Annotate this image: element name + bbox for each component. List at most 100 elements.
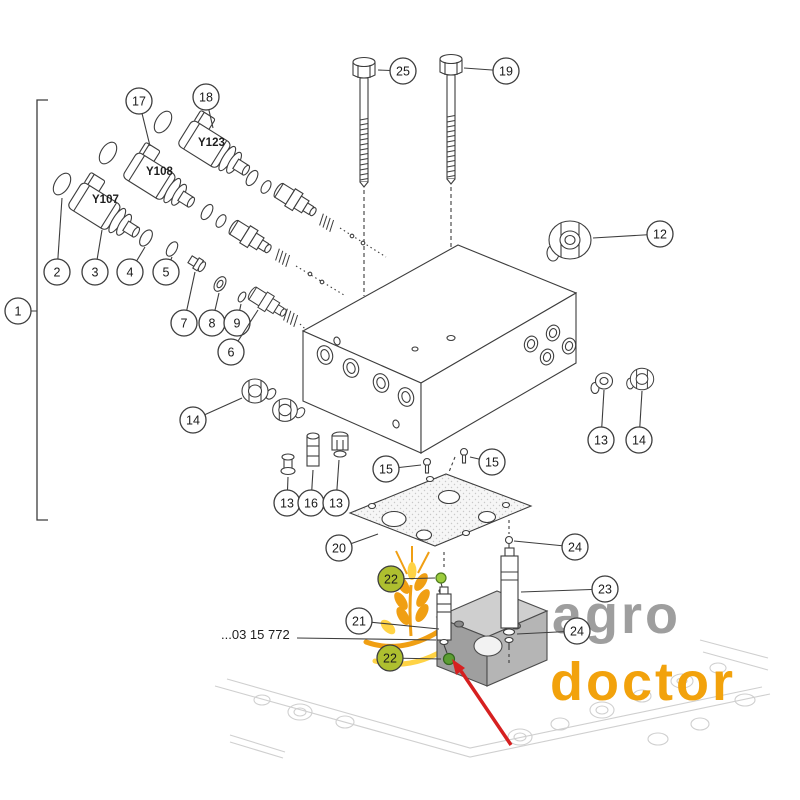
gasket-plate-20: [348, 473, 533, 547]
callout-13[interactable]: 13: [322, 459, 350, 517]
callout-20[interactable]: 20: [325, 533, 379, 562]
fitting-7: [187, 255, 207, 273]
callout-17[interactable]: 17: [125, 87, 153, 147]
callout-22[interactable]: 22: [376, 644, 442, 672]
callout-24[interactable]: 24: [516, 617, 591, 645]
plug-13-right: [590, 372, 614, 395]
callout-number: 15: [379, 463, 393, 477]
callout-number: 16: [304, 497, 318, 511]
cartridge-valve-top: [270, 179, 321, 222]
callout-number: 13: [280, 497, 294, 511]
callout-24[interactable]: 24: [513, 533, 589, 561]
callout-15[interactable]: 15: [372, 455, 422, 483]
callout-number: 20: [332, 542, 346, 556]
callout-circle[interactable]: [376, 644, 404, 672]
callout-circle[interactable]: [152, 258, 180, 286]
callout-circle[interactable]: [116, 258, 144, 286]
callout-18[interactable]: 18: [192, 83, 220, 129]
callout-3[interactable]: 3: [81, 229, 109, 286]
callout-circle[interactable]: [125, 87, 153, 115]
watermark-doctor: doctor: [550, 652, 736, 712]
main-valve-block: [301, 244, 578, 454]
cartridge-valve-bottom: [245, 283, 291, 322]
callout-15[interactable]: 15: [469, 448, 506, 476]
callout-25[interactable]: 25: [377, 57, 417, 85]
callout-8[interactable]: 8: [198, 292, 226, 337]
callout-2[interactable]: 2: [43, 197, 71, 286]
callout-number: 19: [499, 65, 513, 79]
callout-12[interactable]: 12: [592, 220, 674, 248]
lower-manifold-21: [435, 590, 549, 687]
callout-circle[interactable]: [192, 83, 220, 111]
highlighted-part-22-lower[interactable]: [442, 652, 456, 666]
callout-number: 21: [352, 615, 366, 629]
spring-top: [316, 213, 337, 233]
highlighted-part-22-upper[interactable]: [435, 572, 447, 584]
callout-5[interactable]: 5: [152, 256, 180, 286]
callout-number: 9: [234, 317, 241, 331]
callout-circle[interactable]: [591, 575, 619, 603]
callout-circle[interactable]: [322, 489, 350, 517]
callout-14[interactable]: 14: [625, 390, 653, 454]
callout-number: 24: [568, 541, 582, 555]
background-machine-outline: [214, 639, 771, 759]
callout-circle[interactable]: [179, 406, 207, 434]
callout-1[interactable]: 1: [4, 297, 37, 325]
callout-6[interactable]: 6: [217, 309, 259, 366]
plug-13-bottom-b: [331, 431, 349, 458]
pin-15-b: [459, 447, 469, 464]
callout-circle[interactable]: [646, 220, 674, 248]
callout-number: 24: [570, 625, 584, 639]
callout-circle[interactable]: [377, 565, 405, 593]
callout-circle[interactable]: [389, 57, 417, 85]
callout-number: 22: [383, 652, 397, 666]
callout-number: 22: [384, 573, 398, 587]
callout-13[interactable]: 13: [273, 476, 301, 517]
callout-number: 3: [92, 266, 99, 280]
bolt-19-part: [439, 53, 463, 185]
callout-21[interactable]: 21: [345, 607, 440, 635]
callout-number: 4: [127, 266, 134, 280]
callout-circle[interactable]: [492, 57, 520, 85]
callout-13[interactable]: 13: [587, 389, 615, 454]
callout-circle[interactable]: [478, 448, 506, 476]
pin-15-a: [422, 457, 432, 474]
callout-7[interactable]: 7: [170, 271, 198, 337]
callout-circle[interactable]: [325, 534, 353, 562]
callout-circle[interactable]: [4, 297, 32, 325]
callout-circle[interactable]: [217, 338, 245, 366]
plug-14-left-b: [272, 398, 306, 422]
callout-circle[interactable]: [81, 258, 109, 286]
pilot-spool-left: [436, 552, 452, 654]
group-bracket: [36, 99, 48, 521]
callout-number: 25: [396, 65, 410, 79]
plug-14-right: [626, 367, 655, 391]
callout-number: 12: [653, 228, 667, 242]
callout-4[interactable]: 4: [116, 246, 146, 286]
callout-circle[interactable]: [170, 309, 198, 337]
callout-22[interactable]: 22: [377, 565, 436, 593]
callout-9[interactable]: 9: [223, 303, 251, 337]
callout-circle[interactable]: [625, 426, 653, 454]
callout-19[interactable]: 19: [463, 57, 520, 85]
callout-circle[interactable]: [372, 455, 400, 483]
callout-circle[interactable]: [345, 607, 373, 635]
callout-16[interactable]: 16: [297, 469, 325, 517]
valve-16: [306, 432, 320, 467]
callout-number: 23: [598, 583, 612, 597]
callout-circle[interactable]: [587, 426, 615, 454]
callout-circle[interactable]: [563, 617, 591, 645]
callout-circle[interactable]: [43, 258, 71, 286]
callout-23[interactable]: 23: [520, 575, 619, 603]
callout-14[interactable]: 14: [179, 397, 243, 434]
plug-14-left-a: [241, 378, 277, 404]
callout-number: 8: [209, 317, 216, 331]
spring-mid: [272, 248, 293, 268]
cartridge-valve-mid: [225, 216, 276, 259]
callout-number: 14: [186, 414, 200, 428]
callout-circle[interactable]: [561, 533, 589, 561]
callout-number: 2: [54, 266, 61, 280]
